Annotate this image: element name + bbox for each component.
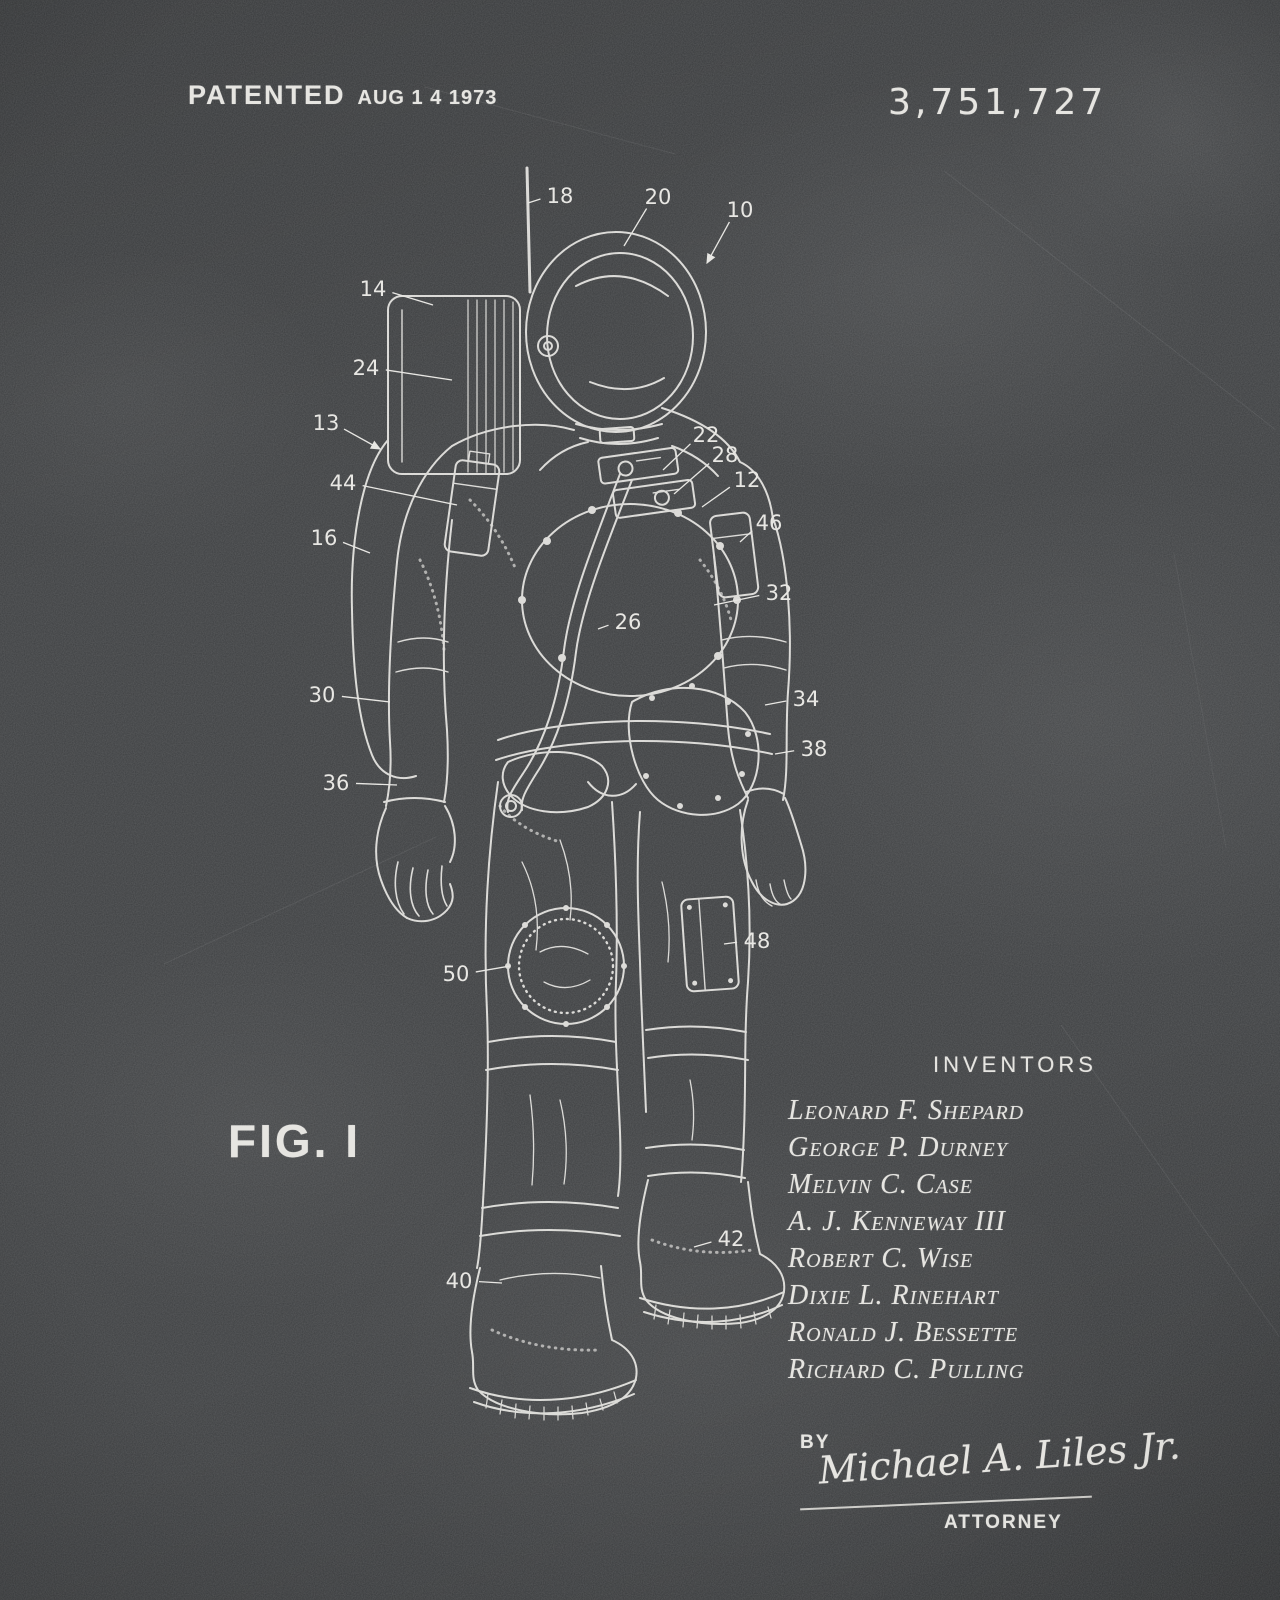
leader-line [343, 428, 382, 450]
inventor-name: George P. Durney [788, 1132, 1008, 1163]
reference-numeral: 12 [734, 468, 761, 492]
reference-numeral: 46 [756, 511, 783, 535]
reference-numeral: 48 [744, 929, 771, 953]
reference-numeral: 10 [727, 198, 754, 222]
reference-numeral: 28 [712, 443, 739, 467]
helmet-visor [546, 252, 694, 420]
inventor-name: Melvin C. Case [788, 1169, 973, 1200]
by-label: BY [800, 1432, 831, 1453]
attorney-label: ATTORNEY [944, 1512, 1063, 1533]
reference-numeral: 40 [446, 1269, 473, 1293]
reference-numeral: 26 [615, 610, 642, 634]
reference-numeral: 32 [766, 581, 793, 605]
backpack-lower [350, 439, 417, 780]
reference-numeral: 24 [353, 356, 380, 380]
leader-line [385, 369, 453, 381]
leader-line [764, 700, 787, 706]
reference-numeral: 36 [323, 771, 350, 795]
reference-numeral: 14 [360, 277, 387, 301]
leader-line [355, 782, 398, 786]
left-glove [375, 807, 408, 919]
thigh-pad [627, 686, 760, 816]
leader-line [673, 463, 710, 495]
leader-line [774, 750, 795, 755]
backpack-outline [387, 295, 521, 475]
oxygen-hose [520, 479, 633, 811]
left-boot [469, 1265, 638, 1416]
leader-line [527, 198, 541, 204]
patent-number: 3,751,727 [888, 82, 1108, 123]
chest-harness [521, 503, 739, 697]
leader-line [693, 1241, 712, 1248]
patent-header: PATENTED AUG 1 4 1973 [188, 80, 497, 111]
reference-numeral: 50 [443, 962, 470, 986]
reference-numeral: 18 [547, 184, 574, 208]
leader-line [341, 695, 391, 703]
leader-line [478, 1281, 503, 1284]
inventor-name: Robert C. Wise [788, 1243, 974, 1274]
chest-pocket [443, 450, 501, 557]
inventor-name: Ronald J. Bessette [788, 1317, 1019, 1348]
right-glove [740, 797, 807, 906]
reference-numeral: 16 [311, 526, 338, 550]
reference-numeral: 38 [801, 737, 828, 761]
chest-connectors [597, 446, 697, 519]
reference-numeral: 42 [718, 1227, 745, 1251]
reference-numeral: 20 [645, 185, 672, 209]
antenna-line [525, 166, 532, 294]
inventor-name: Richard C. Pulling [788, 1354, 1025, 1385]
reference-numeral: 44 [330, 471, 357, 495]
leader-line [706, 221, 730, 265]
reference-numeral: 30 [309, 683, 336, 707]
leader-line [739, 530, 753, 543]
inventor-name: Dixie L. Rinehart [788, 1280, 999, 1311]
helmet-outline [525, 231, 707, 433]
leader-line [342, 541, 371, 554]
leader-line [475, 965, 511, 973]
patent-date: AUG 1 4 1973 [357, 87, 498, 109]
leader-line [701, 486, 731, 508]
leader-line [392, 291, 434, 306]
patented-label: PATENTED [188, 80, 346, 110]
leader-line [597, 624, 609, 630]
reference-numeral: 34 [793, 687, 820, 711]
leader-line [362, 485, 458, 506]
inventors-list: Leonard F. Shepard George P. Durney Melv… [788, 1092, 1024, 1388]
figure-label: FIG. I [228, 1115, 361, 1167]
inventor-name: Leonard F. Shepard [788, 1095, 1025, 1126]
inventors-heading: INVENTORS [933, 1052, 1097, 1077]
inventor-name: A. J. Kenneway III [788, 1206, 1006, 1237]
leader-line [623, 208, 648, 247]
reference-numeral: 13 [313, 411, 340, 435]
thigh-pocket [680, 895, 740, 993]
